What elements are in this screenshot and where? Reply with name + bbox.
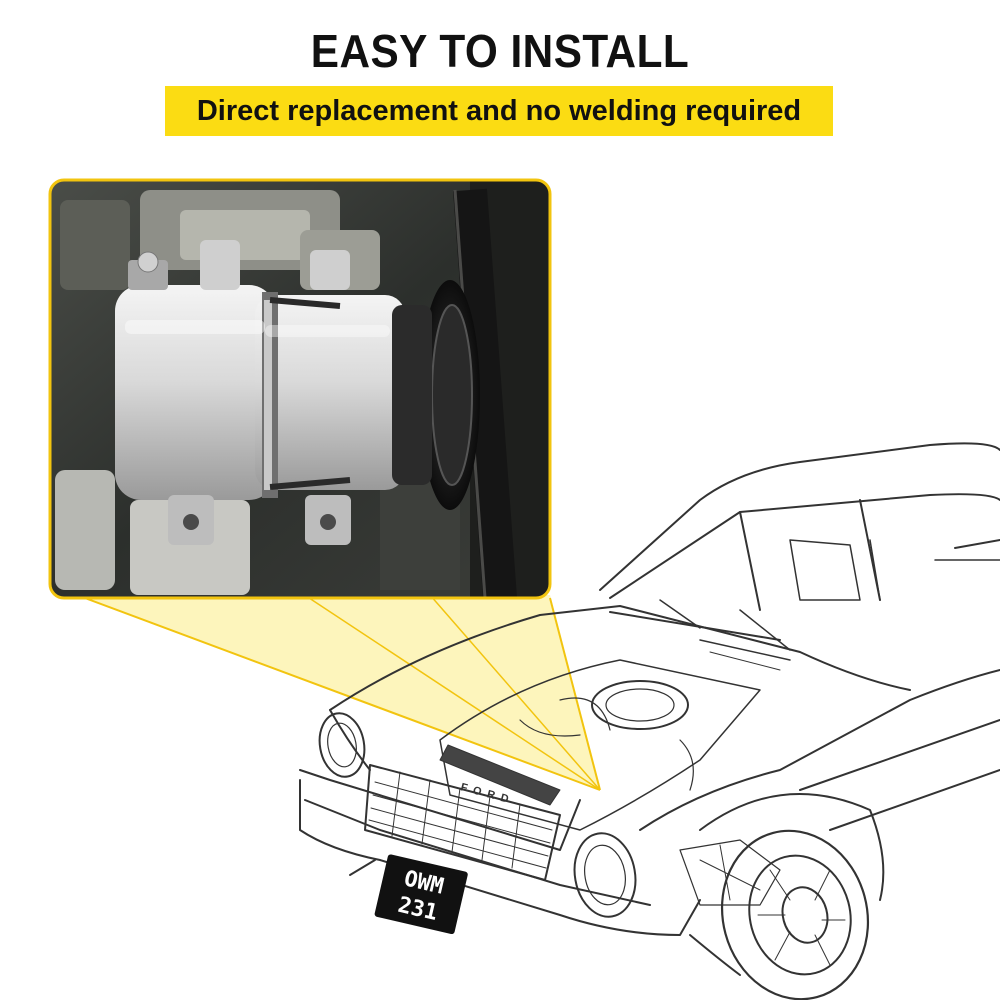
car-sketch [299, 442, 1000, 1000]
callout-line-right [549, 597, 601, 791]
photo-frame [48, 178, 552, 600]
license-plate: OWM 231 [374, 854, 468, 935]
compressor-photo [50, 180, 550, 598]
callout-line-left [49, 584, 601, 791]
subtitle-banner: Direct replacement and no welding requir… [165, 86, 833, 136]
headline: EASY TO INSTALL [310, 25, 690, 77]
subtitle-text: Direct replacement and no welding requir… [196, 94, 802, 127]
